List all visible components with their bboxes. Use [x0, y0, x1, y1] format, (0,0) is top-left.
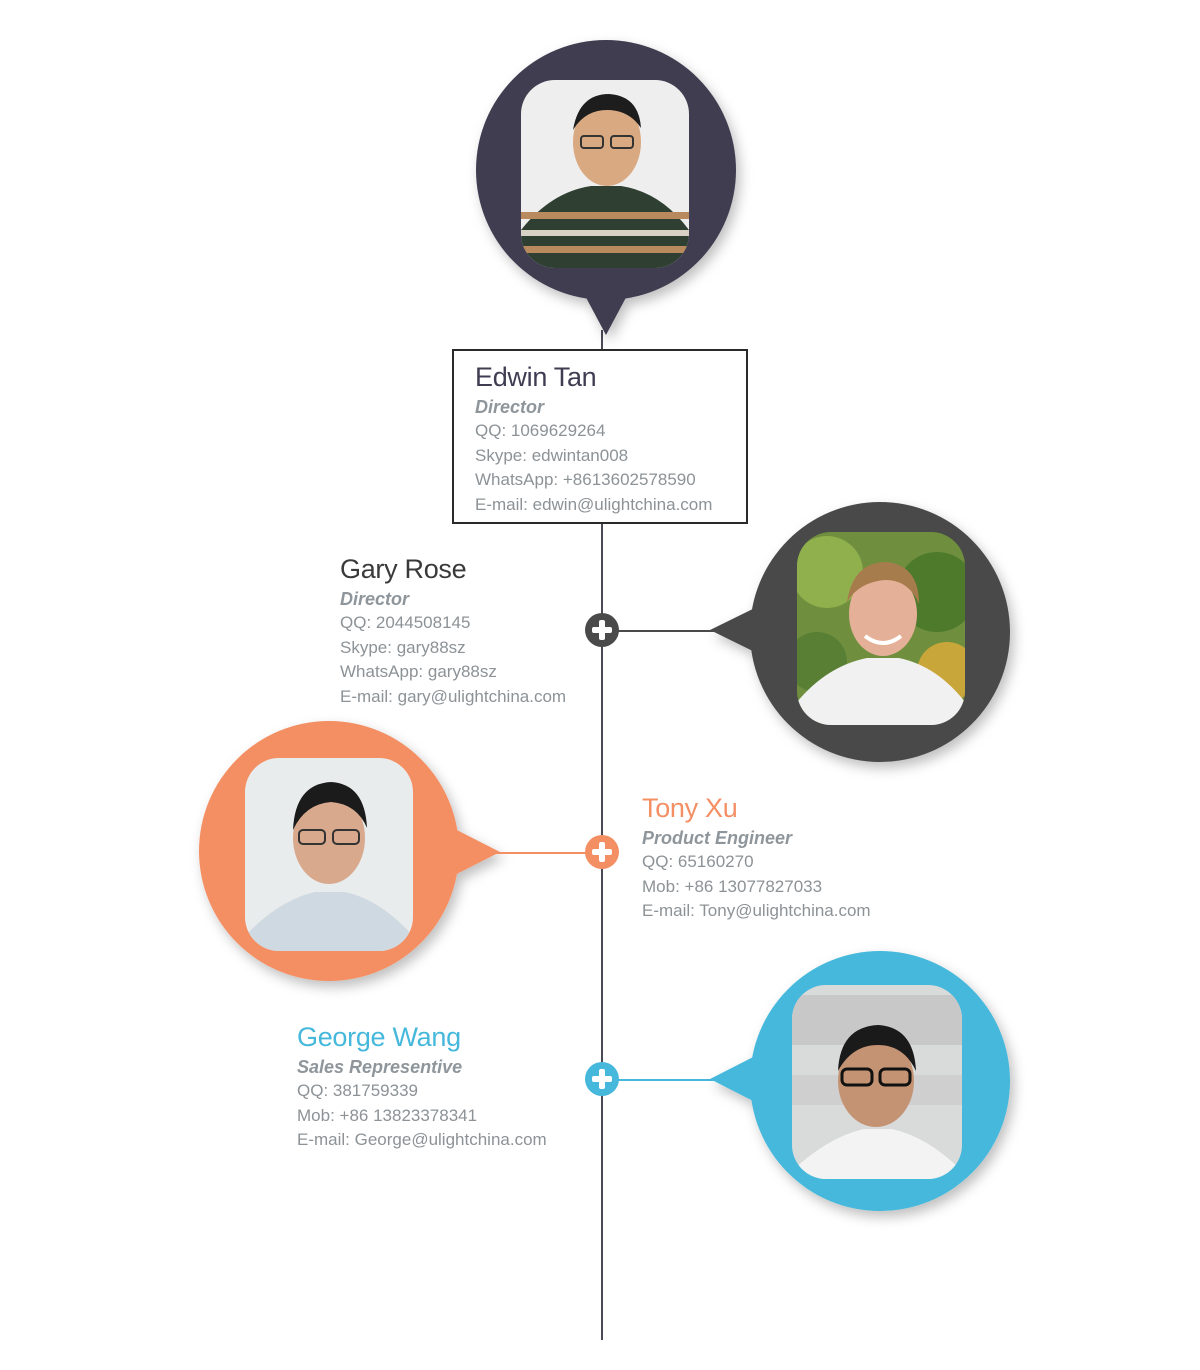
tony-photo — [245, 758, 413, 951]
edwin-contact-card: Edwin Tan Director QQ: 1069629264 Skype:… — [452, 349, 748, 524]
gary-skype: Skype: gary88sz — [340, 637, 466, 657]
edwin-whatsapp: WhatsApp: +8613602578590 — [475, 470, 696, 489]
gary-plus-icon[interactable] — [585, 613, 619, 647]
george-qq: QQ: 381759339 — [297, 1081, 418, 1100]
gary-name: Gary Rose — [340, 554, 467, 584]
george-plus-icon[interactable] — [585, 1062, 619, 1096]
gary-connector — [605, 630, 725, 632]
gary-info: Gary Rose Director QQ: 2044508145 Skype:… — [340, 553, 566, 709]
george-photo — [792, 985, 962, 1179]
george-name: George Wang — [297, 1022, 461, 1052]
gary-whatsapp: WhatsApp: gary88sz — [340, 662, 497, 681]
tony-role: Product Engineer — [642, 828, 793, 848]
george-role: Sales Representive — [297, 1057, 463, 1077]
george-email[interactable]: E-mail: George@ulightchina.com — [297, 1130, 547, 1149]
edwin-skype: Skype: edwintan008 — [475, 445, 629, 465]
gary-email[interactable]: E-mail: gary@ulightchina.com — [340, 686, 567, 706]
edwin-role: Director — [475, 397, 545, 417]
edwin-photo — [521, 80, 689, 268]
tony-email[interactable]: E-mail: Tony@ulightchina.com — [642, 901, 871, 920]
tony-plus-icon[interactable] — [585, 835, 619, 869]
gary-photo — [797, 532, 965, 725]
george-connector — [605, 1079, 725, 1081]
george-info: George Wang Sales Representive QQ: 38175… — [297, 1021, 547, 1153]
tony-connector — [490, 852, 602, 854]
gary-qq: QQ: 2044508145 — [340, 613, 471, 632]
tony-mob: Mob: +86 13077827033 — [642, 876, 823, 896]
edwin-name: Edwin Tan — [475, 362, 597, 392]
tony-info: Tony Xu Product Engineer QQ: 65160270 Mo… — [642, 792, 871, 924]
edwin-qq: QQ: 1069629264 — [475, 421, 606, 440]
tony-name: Tony Xu — [642, 793, 738, 823]
tony-qq: QQ: 65160270 — [642, 852, 754, 871]
george-mob: Mob: +86 13823378341 — [297, 1105, 478, 1125]
gary-role: Director — [340, 589, 410, 609]
edwin-email[interactable]: E-mail: edwin@ulightchina.com — [475, 494, 713, 514]
